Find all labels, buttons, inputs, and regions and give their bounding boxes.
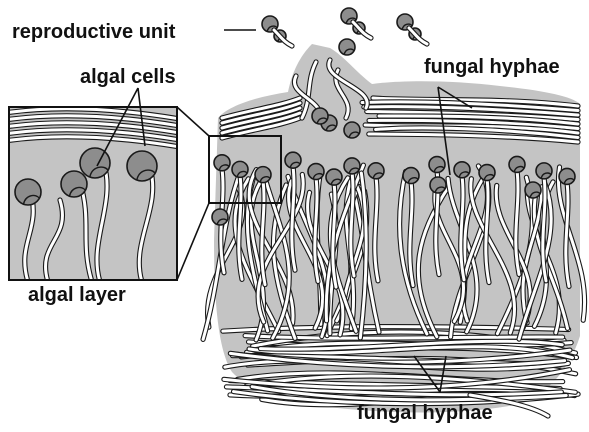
zoom-line-top — [177, 107, 209, 136]
algal-cell — [214, 155, 230, 171]
algal-cell — [285, 152, 301, 168]
algal-cell — [232, 161, 248, 177]
inset-algal-cell — [127, 151, 157, 181]
algal-cell — [454, 162, 470, 178]
algal-cell — [312, 108, 328, 124]
algal-cell — [212, 209, 228, 225]
algal-layer-inset — [4, 107, 180, 282]
algal-cell — [344, 158, 360, 174]
algal-cell — [430, 177, 446, 193]
algal-cell — [368, 163, 384, 179]
algal-cells-label: algal cells — [80, 66, 176, 88]
algal-cell — [255, 167, 271, 183]
algal-cell — [479, 165, 495, 181]
algal-cell — [559, 168, 575, 184]
inset-algal-cell — [15, 179, 41, 205]
zoom-line-bottom — [177, 203, 209, 280]
inset-algal-cell — [61, 171, 87, 197]
reproductive-unit-cluster-2 — [341, 8, 371, 38]
algal-cell — [403, 168, 419, 184]
algal-cell — [344, 122, 360, 138]
inset-algal-cell — [80, 148, 110, 178]
algal-cell — [429, 157, 445, 173]
algal-cell — [536, 163, 552, 179]
algal-cell — [326, 169, 342, 185]
algal-cell — [308, 164, 324, 180]
fungal-hyphae-bottom-label: fungal hyphae — [357, 402, 493, 424]
algal-cell — [509, 156, 525, 172]
algal-layer-label: algal layer — [28, 284, 126, 306]
fungal-hyphae-top-label: fungal hyphae — [424, 56, 560, 78]
reproductive-unit-label: reproductive unit — [12, 21, 176, 43]
reproductive-unit-cluster-3 — [397, 14, 427, 44]
reproductive-unit-cell — [339, 39, 355, 55]
reproductive-unit-cluster-1 — [262, 16, 292, 46]
algal-cell — [525, 182, 541, 198]
